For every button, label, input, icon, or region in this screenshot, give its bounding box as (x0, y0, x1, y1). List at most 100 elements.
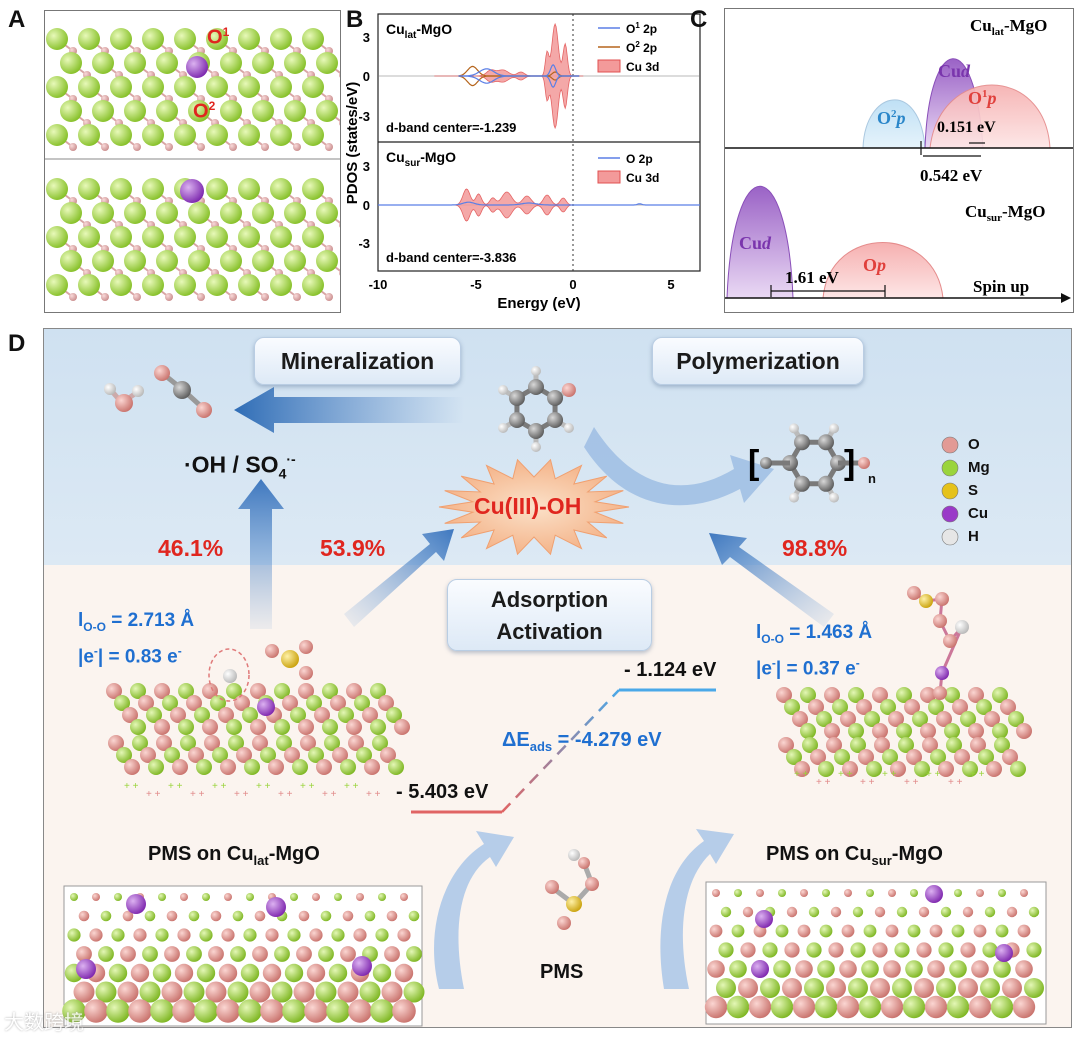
panel-d-frame: [] + ++ ++ ++ ++ ++ ++ ++ ++ ++ ++ ++ ++… (43, 328, 1072, 1028)
mg-atom (316, 250, 338, 272)
h-atom (563, 423, 574, 433)
legend-cu3d-swatch-b (597, 170, 621, 184)
o-atom (133, 143, 141, 151)
mg-atom (142, 274, 164, 296)
cud-label-top: Cud (938, 61, 971, 81)
o-atom (197, 293, 205, 301)
slab-atom (178, 719, 194, 735)
mg-atom (60, 52, 82, 74)
o-atom (299, 666, 313, 680)
bottom-left-atom (232, 910, 244, 922)
mg-atom (110, 76, 132, 98)
slab-atom (906, 749, 922, 765)
bottom-left-atom (282, 999, 306, 1023)
slab-atom (194, 707, 210, 723)
slab-atom (172, 759, 188, 775)
bottom-left-atom (315, 981, 337, 1003)
bottom-right-atom (804, 978, 824, 998)
bottom-left-atom (348, 999, 372, 1023)
slab-atom (370, 719, 386, 735)
slab-atom (346, 719, 362, 735)
mg-atom (284, 250, 306, 272)
slab-atom (274, 683, 290, 699)
slab-atom (180, 735, 196, 751)
mg-atom (252, 52, 274, 74)
bottom-right-atom (984, 906, 996, 918)
o-atom (585, 877, 599, 891)
legend-label-mg: Mg (968, 459, 990, 476)
o-atom (545, 880, 559, 894)
panel-label-a: A (8, 6, 26, 33)
slab-atom (792, 711, 808, 727)
op-lobe-bottom (822, 242, 944, 299)
bottom-left-atom (296, 946, 312, 962)
o-atom (299, 640, 313, 654)
mg-atom (124, 202, 146, 224)
slab-atom (842, 761, 858, 777)
bottom-right-atom (946, 995, 970, 1019)
slab-atom (890, 761, 906, 777)
slab-atom (896, 687, 912, 703)
bottom-right-atom (712, 889, 720, 897)
c-atom (818, 475, 834, 492)
slab-atom (178, 683, 194, 699)
delta-e-label: ΔEads = -4.279 eV (502, 729, 662, 754)
bottom-right-atom (782, 978, 802, 998)
panel-a-structures (45, 28, 347, 301)
bottom-right-atom (778, 889, 786, 897)
bottom-left-atom (375, 928, 389, 942)
mg-atom (156, 52, 178, 74)
bottom-right-atom (848, 978, 868, 998)
cu-atom (257, 698, 275, 716)
bottom-left-atom (271, 981, 293, 1003)
slab-atom (386, 707, 402, 723)
slab-atom (148, 759, 164, 775)
bottom-right-atom (760, 978, 780, 998)
bottom-left-atom (246, 893, 254, 901)
slab-atom (946, 737, 962, 753)
mg-atom (316, 202, 338, 224)
bottom-left-atom (298, 910, 310, 922)
slab-atom (930, 749, 946, 765)
bottom-left-atom (328, 963, 348, 983)
bottom-left-atom (243, 928, 257, 942)
mg-atom (78, 124, 100, 146)
mg-atom (220, 202, 242, 224)
mg-atom (78, 226, 100, 248)
o-atom (261, 293, 269, 301)
bottom-right-atom (830, 906, 842, 918)
bottom-right-atom (918, 906, 930, 918)
bottom-left-atom (334, 893, 342, 901)
o-atom (101, 293, 109, 301)
charge-plus: + + (882, 769, 897, 780)
left-bond-info: lO-O = 2.713 Å |e-| = 0.83 e- (78, 610, 195, 668)
bottom-left-atom (318, 946, 334, 962)
right-bond-info: lO-O = 1.463 Å |e-| = 0.37 e- (756, 622, 873, 680)
slab-atom (864, 711, 880, 727)
slab-atom (250, 683, 266, 699)
bottom-right-atom (839, 960, 857, 978)
bottom-left-atom (196, 963, 216, 983)
bottom-right-atom (885, 924, 899, 938)
legend-cu3d-label-b: Cu 3d (626, 171, 659, 185)
mg-atom (142, 28, 164, 50)
bottom-left-atom (386, 910, 398, 922)
bottom-right-atom (905, 960, 923, 978)
slab-atom (250, 719, 266, 735)
bottom-right-atom (993, 960, 1011, 978)
bottom-left-atom (337, 981, 359, 1003)
charge-plus: + + (322, 789, 337, 800)
bottom-right-atom (731, 924, 745, 938)
cu-atom (925, 885, 943, 903)
bottom-left-atom (340, 946, 356, 962)
bottom-left-atom (78, 910, 90, 922)
slab-atom (362, 707, 378, 723)
slab-atom (866, 761, 882, 777)
bottom-left-atom (139, 981, 161, 1003)
slab-atom (784, 699, 800, 715)
ytick-top-0: 0 (363, 69, 370, 84)
adsorbate-atom (955, 620, 969, 634)
charge-plus: + + (278, 789, 293, 800)
slab-atom (904, 699, 920, 715)
slab-atom (154, 719, 170, 735)
